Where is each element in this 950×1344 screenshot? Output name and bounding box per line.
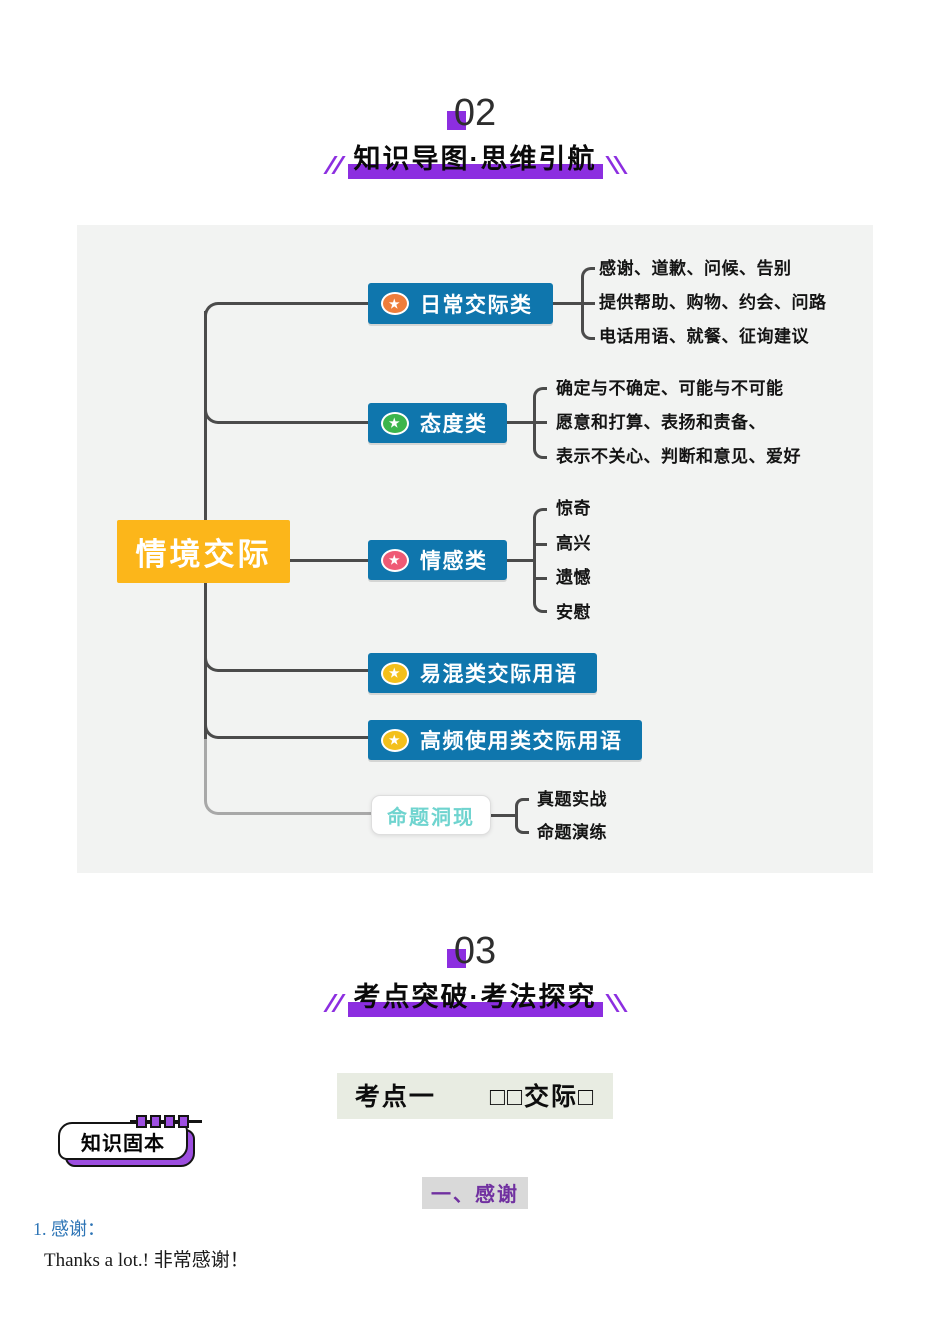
connector-branch-3 — [289, 559, 368, 562]
double-slash-left-icon — [322, 156, 346, 176]
leaf-connector — [515, 814, 529, 834]
section-03-title: 考点突破·考法探究 — [347, 975, 603, 1017]
double-slash-left-icon — [322, 994, 346, 1014]
number-accent-square — [446, 111, 466, 130]
branch-label: 情感类 — [420, 550, 488, 573]
connector-branch-5 — [204, 711, 368, 739]
leaf-text: 遗憾 — [556, 568, 591, 587]
leaf-text: 真题实战 — [537, 790, 607, 809]
trunk-line-light — [204, 739, 207, 791]
double-slash-right-icon — [604, 156, 628, 176]
section-02-number: 02 — [446, 92, 497, 134]
leaf-connector — [553, 302, 581, 305]
section-02-number-text: 02 — [453, 92, 497, 134]
leaf-text: 惊奇 — [556, 499, 591, 518]
leaf-text: 愿意和打算、表扬和责备、 — [556, 413, 766, 432]
sub-heading: 一、感谢 — [0, 1177, 950, 1209]
branch-box-mingti: 命题洞现 — [371, 795, 491, 835]
number-accent-square — [446, 949, 466, 968]
knowledge-badge: 知识固本 — [58, 1115, 202, 1167]
leaf-connector — [535, 421, 547, 424]
leaf-text: 提供帮助、购物、约会、问路 — [599, 293, 827, 312]
connector-branch-4 — [204, 644, 368, 672]
section-03-header: 03 考点突破·考法探究 — [0, 930, 950, 1017]
leaf-text: 高兴 — [556, 534, 591, 553]
title-underline-bar — [347, 164, 603, 179]
leaf-connector — [535, 577, 547, 580]
star-icon: ★ — [381, 292, 409, 315]
branch-box-emotion: ★ 情感类 — [368, 540, 507, 580]
leaf-connector — [533, 508, 547, 528]
star-icon: ★ — [381, 661, 409, 685]
root-node-label: 情境交际 — [135, 537, 272, 572]
star-icon: ★ — [381, 411, 409, 435]
leaf-connector — [533, 387, 547, 424]
branch-label: 态度类 — [420, 413, 488, 436]
section-03-number: 03 — [446, 930, 497, 972]
leaf-connector — [581, 302, 595, 340]
leaf-connector — [583, 302, 595, 305]
badge-label: 知识固本 — [81, 1132, 165, 1155]
leaf-connector — [581, 267, 595, 305]
leaf-text: 安慰 — [556, 603, 591, 622]
branch-box-daily-communication: ★ 日常交际类 — [368, 283, 553, 324]
leaf-connector — [533, 592, 547, 613]
list-item-label: 1. 感谢： — [33, 1219, 105, 1239]
branch-label: 易混类交际用语 — [420, 663, 578, 686]
badge-face: 知识固本 — [58, 1122, 188, 1160]
exam-point-heading: 考点一 □□交际□ — [0, 1073, 950, 1119]
leaf-connector — [515, 798, 529, 816]
section-02-title: 知识导图·思维引航 — [347, 137, 603, 179]
badge-perforation-icons — [136, 1115, 189, 1128]
section-02-header: 02 知识导图·思维引航 — [0, 92, 950, 179]
leaf-text: 命题演练 — [537, 823, 607, 842]
branch-box-attitude: ★ 态度类 — [368, 403, 507, 443]
leaf-text: 确定与不确定、可能与不可能 — [556, 379, 784, 398]
example-sentence: Thanks a lot.! 非常感谢！ — [44, 1250, 249, 1271]
exam-point-title: 考点一 □□交际□ — [336, 1073, 614, 1119]
connector-branch-1 — [204, 302, 368, 330]
leaf-text: 电话用语、就餐、征询建议 — [599, 327, 809, 346]
leaf-connector — [491, 814, 515, 817]
star-icon: ★ — [381, 548, 409, 572]
branch-box-high-frequency: ★ 高频使用类交际用语 — [368, 720, 642, 760]
star-icon: ★ — [381, 728, 409, 752]
leaf-connector — [507, 421, 533, 424]
section-03-number-text: 03 — [453, 930, 497, 972]
sub-heading-text: 一、感谢 — [422, 1177, 528, 1209]
branch-label: 命题洞现 — [387, 806, 475, 829]
double-slash-right-icon — [604, 994, 628, 1014]
branch-label: 日常交际类 — [420, 293, 533, 317]
title-underline-bar — [347, 1002, 603, 1017]
connector-branch-6 — [204, 787, 372, 815]
leaf-text: 感谢、道歉、问候、告别 — [599, 259, 792, 278]
leaf-connector — [507, 559, 533, 562]
branch-box-confusable: ★ 易混类交际用语 — [368, 653, 597, 693]
leaf-connector — [533, 421, 547, 459]
connector-branch-2 — [204, 396, 368, 424]
branch-label: 高频使用类交际用语 — [420, 730, 623, 753]
leaf-text: 表示不关心、判断和意见、爱好 — [556, 447, 801, 466]
leaf-connector — [533, 517, 536, 602]
leaf-connector — [535, 543, 547, 546]
mindmap-panel: 情境交际 ★ 日常交际类 感谢、道歉、问候、告别 提供帮助、购物、约会、问路 电… — [77, 225, 873, 873]
root-node: 情境交际 — [117, 520, 290, 583]
